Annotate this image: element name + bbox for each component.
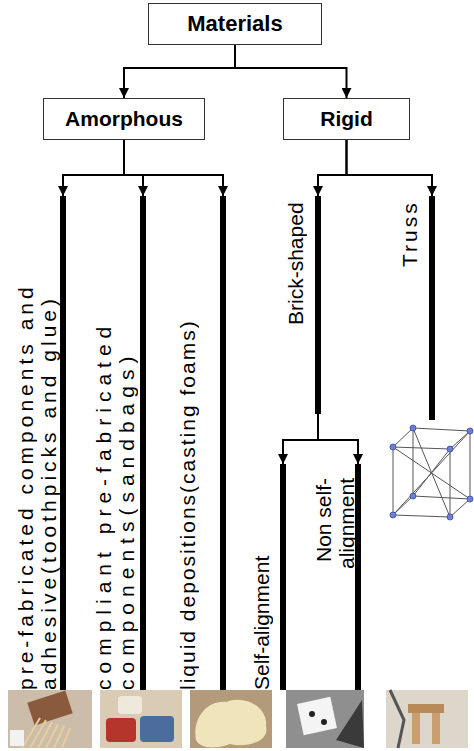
photo-foam	[190, 690, 272, 748]
truss-joint	[410, 425, 416, 431]
photo-block	[27, 690, 72, 725]
category-label: Materials	[187, 11, 282, 37]
truss-joint	[447, 514, 453, 520]
truss-joints	[390, 425, 473, 520]
truss-member	[393, 515, 450, 517]
category-box: Rigid	[283, 98, 410, 140]
photo-dot	[321, 719, 327, 725]
photo-arm	[390, 690, 404, 748]
photo-sandbag	[140, 716, 174, 742]
photo-wood-bricks	[386, 690, 468, 748]
truss-member	[393, 431, 470, 515]
branch-bar: liquid depositions(casting foams)	[176, 196, 226, 690]
photo-background	[286, 690, 364, 748]
photo-background	[386, 690, 468, 748]
branch-label: Truss	[398, 200, 427, 400]
tree-connector	[235, 45, 347, 98]
tree-connector	[63, 140, 124, 196]
tree-connector	[318, 140, 347, 196]
truss-illustration	[393, 428, 470, 517]
photo-sandbags	[100, 690, 182, 748]
branch-bar: Truss	[398, 196, 435, 420]
photo-wood-piece	[412, 712, 420, 744]
photo-sandbag	[118, 696, 142, 714]
branch-label: compliant pre-fabricated components(sand…	[92, 196, 138, 690]
truss-member	[413, 428, 470, 431]
truss-member	[413, 428, 414, 496]
branch-bar: compliant pre-fabricated components(sand…	[92, 196, 146, 690]
tree-connector	[347, 140, 433, 196]
photo-wood-piece	[432, 712, 440, 744]
tree-connector	[124, 140, 143, 196]
photo-wood-piece	[408, 704, 444, 713]
photo-item	[10, 730, 24, 746]
tree-connector	[124, 45, 235, 98]
photo-dot	[309, 711, 315, 717]
truss-joint	[390, 444, 396, 450]
truss-joint	[390, 512, 396, 518]
truss-joint	[467, 428, 473, 434]
branch-bar: Non self- alignment	[312, 464, 361, 690]
photo-background	[8, 690, 92, 748]
truss-joint	[447, 446, 453, 452]
photo-toothpicks	[8, 690, 92, 748]
branch-label: pre-fabricated components and adhesive(t…	[14, 196, 58, 690]
branch-label: Non self- alignment	[312, 478, 353, 588]
category-box: Materials	[148, 3, 322, 45]
photo-brick	[297, 697, 337, 735]
tree-connector	[124, 140, 223, 196]
photo-gripper	[336, 700, 364, 748]
photo-background	[100, 690, 182, 748]
category-box: Amorphous	[43, 98, 205, 140]
category-label: Rigid	[320, 107, 373, 131]
branch-label: Self-alignment	[250, 464, 278, 690]
tree-connector	[283, 414, 318, 464]
photo-background	[190, 690, 272, 748]
branch-label: Brick-shaped	[284, 202, 313, 402]
branch-bar: pre-fabricated components and adhesive(t…	[14, 196, 66, 690]
truss-member	[470, 431, 471, 499]
tree-connector	[318, 414, 358, 464]
photo-toothpicks-pile	[22, 718, 70, 748]
photo-self-aligning-bricks	[286, 690, 364, 748]
photo-sandbag	[106, 718, 136, 742]
truss-member	[450, 499, 470, 517]
category-label: Amorphous	[65, 107, 183, 131]
truss-joint	[467, 496, 473, 502]
truss-member	[393, 428, 413, 447]
truss-member	[393, 447, 394, 515]
branch-label: liquid depositions(casting foams)	[176, 196, 218, 690]
truss-joint	[410, 493, 416, 499]
photo-foam-blob	[195, 700, 266, 748]
branch-bar: Self-alignment	[250, 464, 286, 690]
branch-bar: Brick-shaped	[284, 196, 321, 414]
truss-member	[450, 449, 451, 517]
